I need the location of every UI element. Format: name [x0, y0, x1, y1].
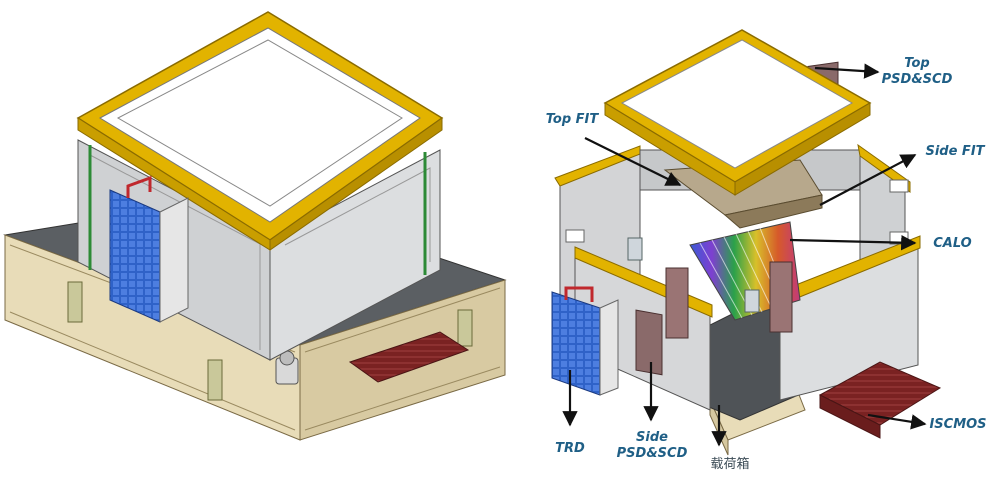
- trd-panel-left: [109, 189, 161, 323]
- label-payload-box: 载荷箱: [710, 457, 750, 472]
- cube-right-face: [269, 149, 441, 361]
- trd-module: [551, 291, 601, 396]
- label-side-psd-scd-line2: PSD&SCD: [616, 446, 688, 461]
- label-top-psd-scd: Top PSD&SCD: [878, 56, 956, 88]
- label-side-psd-scd-line1: Side: [636, 430, 668, 445]
- label-side-psd-scd: Side PSD&SCD: [611, 430, 693, 462]
- arrow-calo: [789, 234, 917, 251]
- arrow-top-psd-scd: [814, 63, 880, 79]
- label-trd: TRD: [555, 441, 585, 456]
- label-side-fit: Side FIT: [925, 144, 985, 159]
- arrow-side-fit: [819, 154, 917, 206]
- label-top-psd-scd-line2: PSD&SCD: [881, 72, 953, 87]
- arrow-iscmos: [867, 413, 927, 430]
- label-top-psd-scd-line1: Top: [904, 56, 930, 71]
- arrow-top-fit: [584, 137, 682, 186]
- top-psd-plate-left: [98, 27, 421, 223]
- iscmos-unit-left: [348, 331, 470, 383]
- exploded-view: [551, 29, 942, 456]
- callout-arrows: [562, 63, 927, 447]
- label-top-fit: Top FIT: [545, 112, 599, 127]
- assembled-instrument: [3, 11, 507, 441]
- label-iscmos: ISCMOS: [929, 417, 987, 432]
- label-calo: CALO: [933, 236, 972, 251]
